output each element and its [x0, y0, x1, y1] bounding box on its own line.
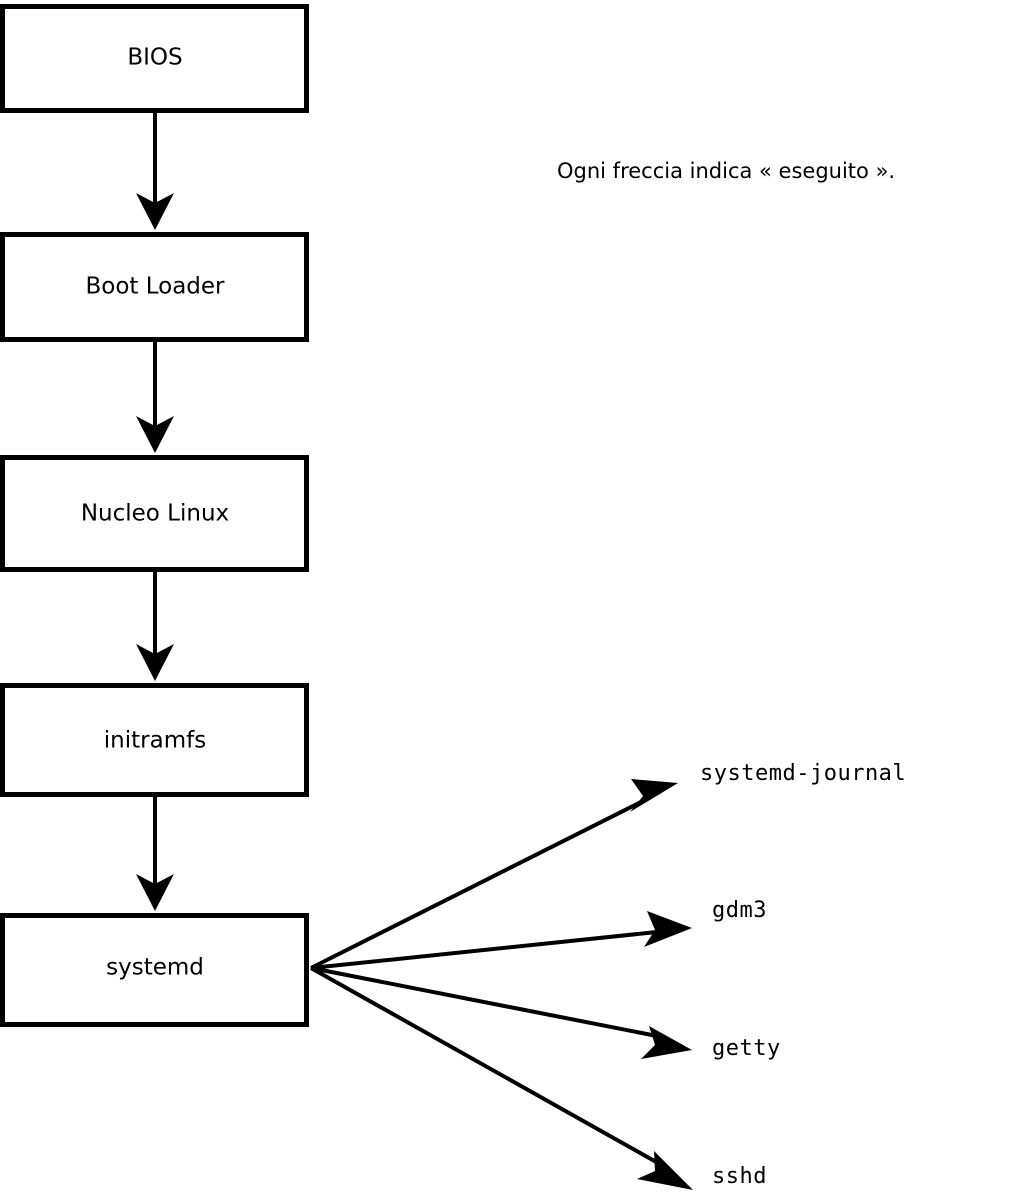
box-outline-boot-loader — [0, 232, 309, 342]
box-label-systemd: systemd — [106, 955, 204, 981]
process-box-systemd[interactable]: systemd — [0, 913, 309, 1027]
service-arrow-getty — [310, 966, 692, 1059]
arrow-head-right-icon — [644, 911, 692, 947]
process-box-initramfs[interactable]: initramfs — [0, 683, 309, 797]
flow-arrow-group — [136, 113, 174, 911]
service-label-sshd: sshd — [712, 1164, 767, 1189]
process-box-nucleo-linux[interactable]: Nucleo Linux — [0, 455, 309, 572]
box-label-nucleo-linux: Nucleo Linux — [81, 501, 229, 527]
service-label-systemd-journal: systemd-journal — [700, 761, 906, 786]
arrow-head-down-icon — [136, 193, 174, 230]
service-arrow-sshd — [310, 966, 693, 1190]
box-outline-nucleo-linux — [0, 455, 309, 572]
flow-arrow-boot-loader-to-nucleo-linux — [136, 342, 174, 453]
box-label-boot-loader: Boot Loader — [85, 274, 225, 300]
box-outline-bios — [0, 4, 309, 113]
arrow-shaft — [310, 798, 646, 970]
arrow-head-down-icon — [136, 874, 174, 911]
arrow-head-down-icon — [136, 416, 174, 453]
process-box-group: BIOS Boot Loader Nucleo Linux initramfs … — [0, 4, 309, 1027]
service-arrow-group — [310, 779, 693, 1190]
box-label-initramfs: initramfs — [104, 728, 206, 754]
flow-arrow-nucleo-linux-to-initramfs — [136, 572, 174, 681]
flow-arrow-bios-to-boot-loader — [136, 113, 174, 230]
arrow-head-down-right-icon — [641, 1026, 692, 1059]
service-label-gdm3: gdm3 — [712, 898, 767, 923]
diagram-note: Ogni freccia indica « eseguito ». — [557, 159, 895, 183]
service-label-getty: getty — [712, 1036, 781, 1061]
process-box-boot-loader[interactable]: Boot Loader — [0, 232, 309, 342]
arrow-head-down-icon — [136, 644, 174, 681]
arrow-head-up-right-icon — [630, 779, 678, 812]
arrow-shaft — [310, 930, 658, 970]
box-label-bios: BIOS — [127, 45, 182, 71]
service-label-group: systemd-journal gdm3 getty sshd — [700, 761, 906, 1189]
flow-arrow-initramfs-to-systemd — [136, 797, 174, 911]
arrow-shaft — [310, 966, 658, 1038]
box-outline-systemd — [0, 913, 309, 1027]
process-box-bios[interactable]: BIOS — [0, 4, 309, 113]
service-arrow-gdm3 — [310, 911, 692, 970]
box-outline-initramfs — [0, 683, 309, 797]
arrow-shaft — [310, 966, 659, 1165]
arrow-head-down-right-icon — [637, 1151, 693, 1190]
service-arrow-systemd-journal — [310, 779, 678, 970]
